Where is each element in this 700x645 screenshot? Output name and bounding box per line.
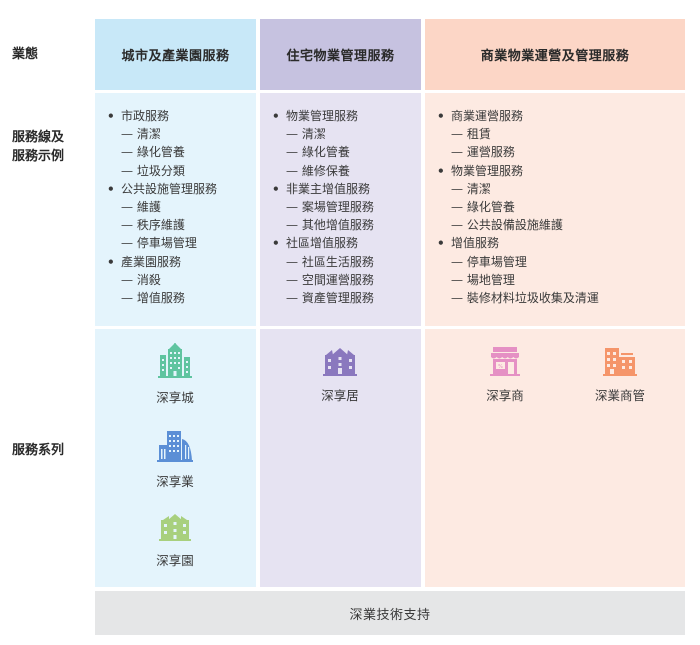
service-item: 清潔	[272, 125, 421, 143]
service-item: 其他增值服務	[272, 216, 421, 234]
service-main: 市政服務	[107, 107, 256, 125]
service-main: 增值服務	[437, 234, 685, 252]
city-skyscraper-icon	[158, 343, 192, 378]
row-label-series: 服務系列	[12, 443, 65, 458]
column-header-commercial: 商業物業運營及管理服務	[425, 19, 685, 90]
brand-shenxiangju: 深享居	[290, 347, 390, 404]
service-main: 社區增值服務	[272, 234, 421, 252]
series-residential: 深享居	[260, 329, 421, 587]
service-item: 消殺	[107, 271, 256, 289]
row-label-segment: 業態	[12, 47, 39, 62]
service-item: 裝修材料垃圾收集及清運	[437, 289, 685, 307]
service-item: 場地管理	[437, 271, 685, 289]
brand-shenxiangyuan: 深享園	[125, 514, 225, 569]
storefront-icon: %	[490, 347, 520, 376]
brand-shenxiangshang: % 深享商	[455, 347, 555, 404]
commercial-buildings-icon	[603, 348, 637, 376]
service-list: 市政服務 清潔 綠化管養 垃圾分類 公共設施管理服務 維護 秩序維護 停車場管理…	[95, 93, 256, 307]
brand-label: 深享居	[321, 388, 359, 403]
service-item: 秩序維護	[107, 216, 256, 234]
brand-label: 深享商	[486, 388, 524, 403]
brand-label: 深業商管	[594, 388, 645, 403]
service-item: 社區生活服務	[272, 253, 421, 271]
tech-support-bar: 深業技術支持	[95, 591, 685, 635]
row-label-line-1: 服務線及	[12, 130, 65, 145]
series-city: 深享城 深享業	[95, 329, 256, 587]
service-list: 商業運營服務 租賃 運營服務 物業管理服務 清潔 綠化管養 公共設備設施維護 增…	[425, 93, 685, 307]
column-header-city: 城市及產業園服務	[95, 19, 256, 90]
service-item: 租賃	[437, 125, 685, 143]
service-item: 清潔	[107, 125, 256, 143]
service-item: 案場管理服務	[272, 198, 421, 216]
park-building-icon	[159, 514, 191, 541]
service-item: 垃圾分類	[107, 162, 256, 180]
brand-label: 深享園	[156, 553, 194, 568]
service-main: 產業園服務	[107, 253, 256, 271]
brand-shenyeshangguan: 深業商管	[570, 347, 670, 404]
service-item: 綠化管養	[272, 143, 421, 161]
service-item: 公共設備設施維護	[437, 216, 685, 234]
series-commercial: % 深享商 深業商管	[425, 329, 685, 587]
service-main: 公共設施管理服務	[107, 180, 256, 198]
service-main: 物業管理服務	[272, 107, 421, 125]
service-item: 增值服務	[107, 289, 256, 307]
service-item: 運營服務	[437, 143, 685, 161]
service-item: 綠化管養	[107, 143, 256, 161]
brand-label: 深享業	[156, 474, 194, 489]
services-city: 市政服務 清潔 綠化管養 垃圾分類 公共設施管理服務 維護 秩序維護 停車場管理…	[95, 93, 256, 326]
service-item: 清潔	[437, 180, 685, 198]
service-main: 商業運營服務	[437, 107, 685, 125]
service-item: 綠化管養	[437, 198, 685, 216]
svg-text:%: %	[498, 364, 503, 370]
service-item: 停車場管理	[107, 234, 256, 252]
brand-shenxiangye: 深享業	[125, 429, 225, 490]
residence-house-icon	[323, 348, 357, 376]
brand-shenxiangcheng: 深享城	[125, 343, 225, 406]
brand-label: 深享城	[156, 390, 194, 405]
service-item: 空間運營服務	[272, 271, 421, 289]
services-residential: 物業管理服務 清潔 綠化管養 維修保養 非業主增值服務 案場管理服務 其他增值服…	[260, 93, 421, 326]
service-main: 物業管理服務	[437, 162, 685, 180]
column-header-residential: 住宅物業管理服務	[260, 19, 421, 90]
service-main: 非業主增值服務	[272, 180, 421, 198]
service-item: 維修保養	[272, 162, 421, 180]
row-label-service-lines: 服務線及 服務示例	[12, 128, 64, 166]
service-item: 停車場管理	[437, 253, 685, 271]
service-item: 維護	[107, 198, 256, 216]
service-item: 資產管理服務	[272, 289, 421, 307]
service-list: 物業管理服務 清潔 綠化管養 維修保養 非業主增值服務 案場管理服務 其他增值服…	[260, 93, 421, 307]
services-commercial: 商業運營服務 租賃 運營服務 物業管理服務 清潔 綠化管養 公共設備設施維護 增…	[425, 93, 685, 326]
row-label-line-2: 服務示例	[12, 149, 65, 164]
office-buildings-icon	[157, 431, 193, 462]
